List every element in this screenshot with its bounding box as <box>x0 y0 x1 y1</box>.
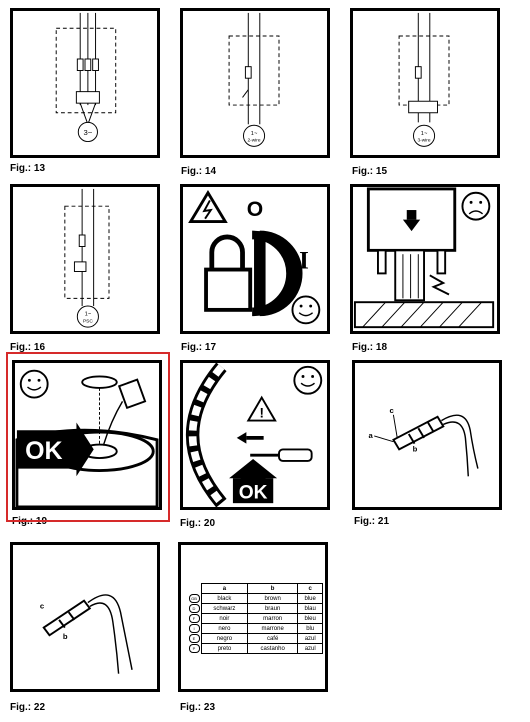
sad-face-icon <box>461 191 491 221</box>
col-header-c: c <box>297 583 323 594</box>
svg-text:!: ! <box>259 406 263 421</box>
figure-22-caption: Fig.: 22 <box>10 702 46 713</box>
figure-13-caption: Fig.: 13 <box>10 163 46 174</box>
figure-17-caption: Fig.: 17 <box>181 342 217 353</box>
down-arrow-icon <box>402 219 421 232</box>
color-cell-c: blu <box>297 623 323 634</box>
switch-on-symbol: I <box>299 248 309 275</box>
label-b: b <box>413 444 418 453</box>
padlock-icon <box>204 267 253 312</box>
figure-13-panel: 3~ <box>10 8 160 158</box>
wiring-diagram-psc: 1~ PSC <box>64 188 110 328</box>
label-b: b <box>63 632 68 641</box>
language-badge: P <box>188 644 200 653</box>
color-cell-c: blau <box>297 603 323 614</box>
color-cell-b: braun <box>246 603 299 614</box>
figure-18-caption: Fig.: 18 <box>352 342 388 353</box>
screwdriver-icon <box>278 448 313 462</box>
figure-18-panel <box>350 184 500 334</box>
color-cell-a: preto <box>201 643 248 654</box>
svg-text:3-wire: 3-wire <box>418 138 431 144</box>
figure-21-caption: Fig.: 21 <box>354 516 390 527</box>
ok-label: OK <box>239 482 268 503</box>
figure-14-caption: Fig.: 14 <box>181 166 217 177</box>
figure-16-caption: Fig.: 16 <box>10 342 46 353</box>
wiring-diagram-3phase: 3~ <box>55 12 117 143</box>
cable-connector-illustration: c b <box>40 594 133 674</box>
warning-triangle-icon <box>188 189 228 223</box>
ok-arrow-icon <box>16 422 94 477</box>
svg-text:PSC: PSC <box>83 318 93 324</box>
label-a: a <box>368 431 373 440</box>
switch-off-symbol: O <box>247 198 263 221</box>
smiley-icon <box>19 369 49 399</box>
motor-label: 3~ <box>84 128 93 137</box>
col-header-a: a <box>201 583 248 594</box>
language-badge: GB <box>188 594 200 603</box>
color-cell-b: castanho <box>246 643 299 654</box>
color-cell-a: black <box>201 593 248 604</box>
language-badge: E <box>188 634 200 643</box>
figure-16-panel: 1~ PSC <box>10 184 160 334</box>
figure-15-panel: 1~ 3-wire <box>350 8 500 158</box>
color-cell-b: marron <box>246 613 299 624</box>
color-cell-c: bleu <box>297 613 323 624</box>
label-c: c <box>40 601 45 610</box>
color-cell-a: noir <box>201 613 248 624</box>
figure-14-panel: 1~ 2-wire <box>180 8 330 158</box>
color-cell-b: brown <box>246 593 299 604</box>
do-not-drop-illustration <box>353 187 495 329</box>
cable-connector-illustration: a b c <box>368 406 479 477</box>
color-cell-c: azul <box>297 633 323 644</box>
language-badge: D <box>188 604 200 613</box>
color-cell-a: negro <box>201 633 248 644</box>
figure-21-panel: a b c <box>352 360 502 510</box>
label-c: c <box>390 406 395 415</box>
color-cell-a: nero <box>201 623 248 634</box>
wiring-diagram-3wire: 1~ 3-wire <box>398 12 450 147</box>
color-cell-b: marrone <box>246 623 299 634</box>
fill-with-water-illustration: OK <box>15 369 159 507</box>
language-badge: I <box>188 624 200 633</box>
svg-text:1~: 1~ <box>421 131 428 137</box>
smiley-icon <box>291 295 321 325</box>
rotation-check-illustration: ! OK <box>185 363 323 507</box>
svg-text:2-wire: 2-wire <box>248 138 261 144</box>
svg-text:1~: 1~ <box>85 312 92 318</box>
figure-19-panel[interactable]: OK <box>12 360 162 510</box>
ok-label: OK <box>25 437 62 465</box>
color-cell-c: azul <box>297 643 323 654</box>
figure-20-caption: Fig.: 20 <box>180 518 216 529</box>
disconnect-power-illustration: O I <box>188 189 321 325</box>
wiring-diagram-2wire: 1~ 2-wire <box>228 12 280 147</box>
color-cell-b: café <box>246 633 299 644</box>
selection-highlight <box>6 352 170 522</box>
warning-triangle-icon <box>246 395 277 422</box>
color-cell-c: blue <box>297 593 323 604</box>
figure-20-panel: ! OK <box>180 360 330 510</box>
language-badge: F <box>188 614 200 623</box>
color-cell-a: schwarz <box>201 603 248 614</box>
smiley-icon <box>293 365 323 395</box>
figure-22-panel: c b <box>10 542 160 692</box>
figure-15-caption: Fig.: 15 <box>352 166 388 177</box>
figure-23-caption: Fig.: 23 <box>180 702 216 713</box>
figure-17-panel: O I <box>180 184 330 334</box>
left-arrow-icon <box>236 432 247 444</box>
col-header-b: b <box>246 583 299 594</box>
svg-text:1~: 1~ <box>251 131 258 137</box>
